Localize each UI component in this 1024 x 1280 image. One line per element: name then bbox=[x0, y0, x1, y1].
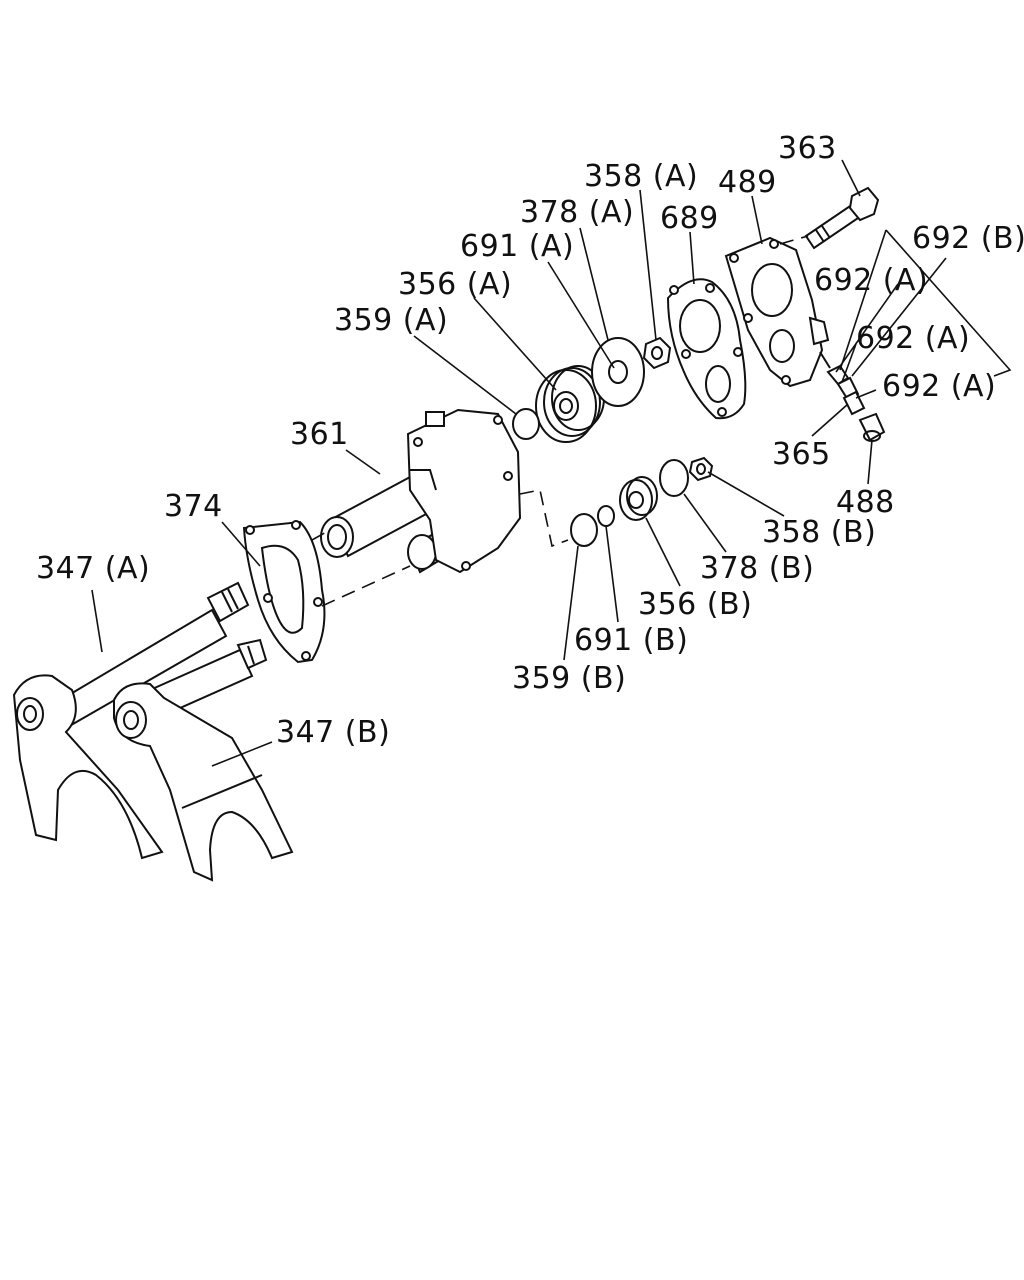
piston-356b bbox=[619, 476, 658, 521]
label-691b: 691 (B) bbox=[574, 623, 688, 658]
label-488: 488 bbox=[836, 485, 895, 520]
valve-365 bbox=[819, 351, 866, 416]
label-692b: 692 (B) bbox=[912, 221, 1024, 256]
label-361: 361 bbox=[290, 417, 349, 452]
label-347b: 347 (B) bbox=[276, 715, 390, 750]
label-356b: 356 (B) bbox=[638, 587, 752, 622]
piston-356a bbox=[535, 365, 605, 443]
shift-rod-347a bbox=[12, 581, 250, 860]
leader-lines bbox=[91, 159, 1012, 767]
housing-361 bbox=[320, 408, 522, 574]
o-ring-359b bbox=[570, 513, 598, 547]
label-692a-3: 692 (A) bbox=[882, 369, 996, 404]
label-689: 689 bbox=[660, 201, 719, 236]
label-359b: 359 (B) bbox=[512, 661, 626, 696]
label-359a: 359 (A) bbox=[334, 303, 448, 338]
label-691a: 691 (A) bbox=[460, 229, 574, 264]
label-692a-2: 692 (A) bbox=[856, 321, 970, 356]
label-374: 374 bbox=[164, 489, 223, 524]
label-358b: 358 (B) bbox=[762, 515, 876, 550]
label-365: 365 bbox=[772, 437, 831, 472]
label-363: 363 bbox=[778, 131, 837, 166]
washer-378b bbox=[659, 459, 689, 497]
o-ring-359a bbox=[512, 408, 540, 440]
plug-488 bbox=[858, 412, 886, 442]
cover-489 bbox=[724, 236, 830, 388]
gasket-374 bbox=[242, 520, 326, 664]
label-347a: 347 (A) bbox=[36, 551, 150, 586]
label-378b: 378 (B) bbox=[700, 551, 814, 586]
label-356a: 356 (A) bbox=[398, 267, 512, 302]
bolt-363 bbox=[804, 186, 880, 250]
label-692a-1: 692 (A) bbox=[814, 263, 928, 298]
assembly-line bbox=[311, 529, 331, 541]
label-489: 489 bbox=[718, 165, 777, 200]
gasket-689 bbox=[666, 278, 747, 420]
assembly-line bbox=[519, 489, 569, 548]
shift-rod-347b bbox=[113, 638, 294, 882]
washer-378a bbox=[591, 337, 645, 407]
nut-358b bbox=[688, 456, 714, 482]
assembly-line bbox=[321, 565, 411, 607]
seal-691b bbox=[597, 505, 615, 527]
assembly-line bbox=[779, 235, 809, 245]
label-378a: 378 (A) bbox=[520, 195, 634, 230]
label-358a: 358 (A) bbox=[584, 159, 698, 194]
nut-358a bbox=[642, 336, 672, 370]
